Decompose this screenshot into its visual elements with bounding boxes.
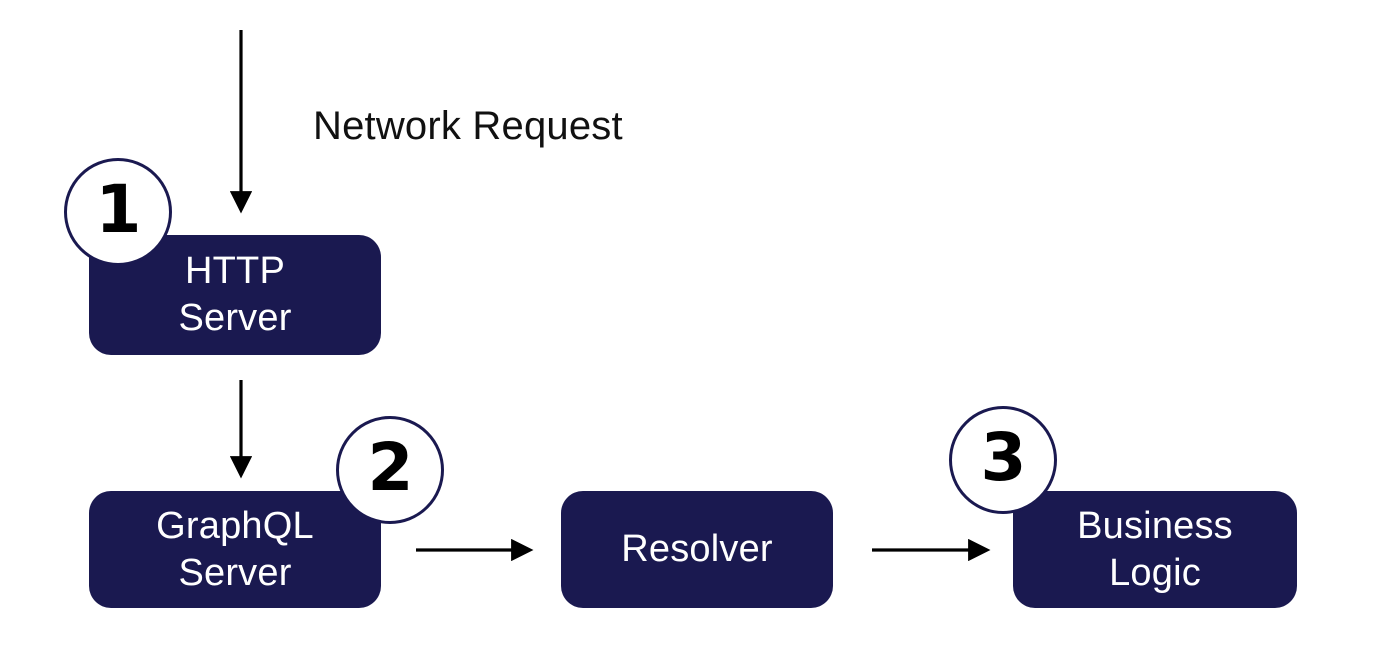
network-request-label: Network Request [313, 104, 623, 148]
node-graphql-server[interactable]: GraphQL Server [89, 491, 381, 608]
step-badge-1: 1 [64, 158, 172, 266]
node-resolver[interactable]: Resolver [561, 491, 833, 608]
node-resolver-label: Resolver [621, 528, 773, 571]
step-badge-2-number: 2 [367, 429, 414, 506]
node-http-server-label: HTTP Server [178, 250, 292, 339]
step-badge-3-number: 3 [980, 419, 1027, 496]
node-business-logic-label: Business Logic [1077, 504, 1233, 594]
step-badge-2: 2 [336, 416, 444, 524]
node-business-logic[interactable]: Business Logic [1013, 491, 1297, 608]
node-graphql-server-label: GraphQL Server [156, 504, 314, 594]
step-badge-1-number: 1 [95, 171, 142, 248]
step-badge-3: 3 [949, 406, 1057, 514]
